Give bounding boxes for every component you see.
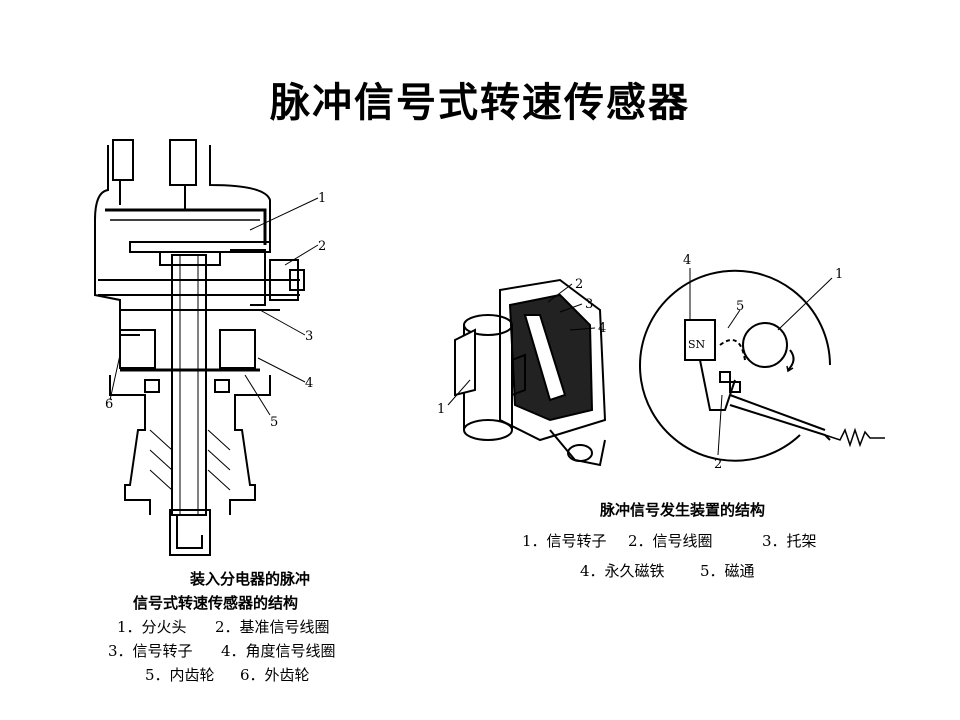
callout-4: 4 [305,376,313,391]
distributor-sensor-drawing: 1 2 3 4 5 6 [94,139,326,556]
callout-2: 2 [575,277,583,292]
signal-generator-drawing: 1 2 3 4 [437,277,606,467]
right-caption-item-3: 3．托架 [762,532,817,550]
callout-3: 3 [305,329,313,344]
callout-3: 3 [585,297,593,312]
callout-5: 5 [270,415,278,430]
callout-6: 6 [105,397,113,412]
left-caption-line2: 信号式转速传感器的结构 [133,594,299,612]
right-caption-item-5: 5．磁通 [700,562,755,580]
left-caption-item-3: 3．信号转子 [108,642,193,660]
left-caption-item-6: 6．外齿轮 [240,666,310,684]
left-caption-line1: 装入分电器的脉冲 [190,570,311,588]
callout-4: 4 [683,253,691,268]
right-caption-item-4: 4．永久磁铁 [580,562,665,580]
callout-1: 1 [437,402,445,417]
page-title: 脉冲信号式转速传感器 [270,80,690,126]
callout-1: 1 [318,191,326,206]
callout-4: 4 [598,321,606,336]
callout-1: 1 [835,267,843,282]
left-caption-item-5: 5．内齿轮 [145,666,215,684]
flux-schematic-drawing: SN 1 2 4 5 [639,253,885,472]
left-caption-item-2: 2．基准信号线圈 [215,618,330,636]
callout-2: 2 [318,239,326,254]
left-caption-item-4: 4．角度信号线圈 [221,642,336,660]
callout-5: 5 [736,299,744,314]
callout-2: 2 [714,457,722,472]
left-caption-item-1: 1．分火头 [117,618,187,636]
right-caption-item-2: 2．信号线圈 [628,532,713,550]
magnet-label: SN [688,338,706,351]
right-caption-item-1: 1．信号转子 [522,532,607,550]
right-caption-heading: 脉冲信号发生装置的结构 [600,501,766,519]
